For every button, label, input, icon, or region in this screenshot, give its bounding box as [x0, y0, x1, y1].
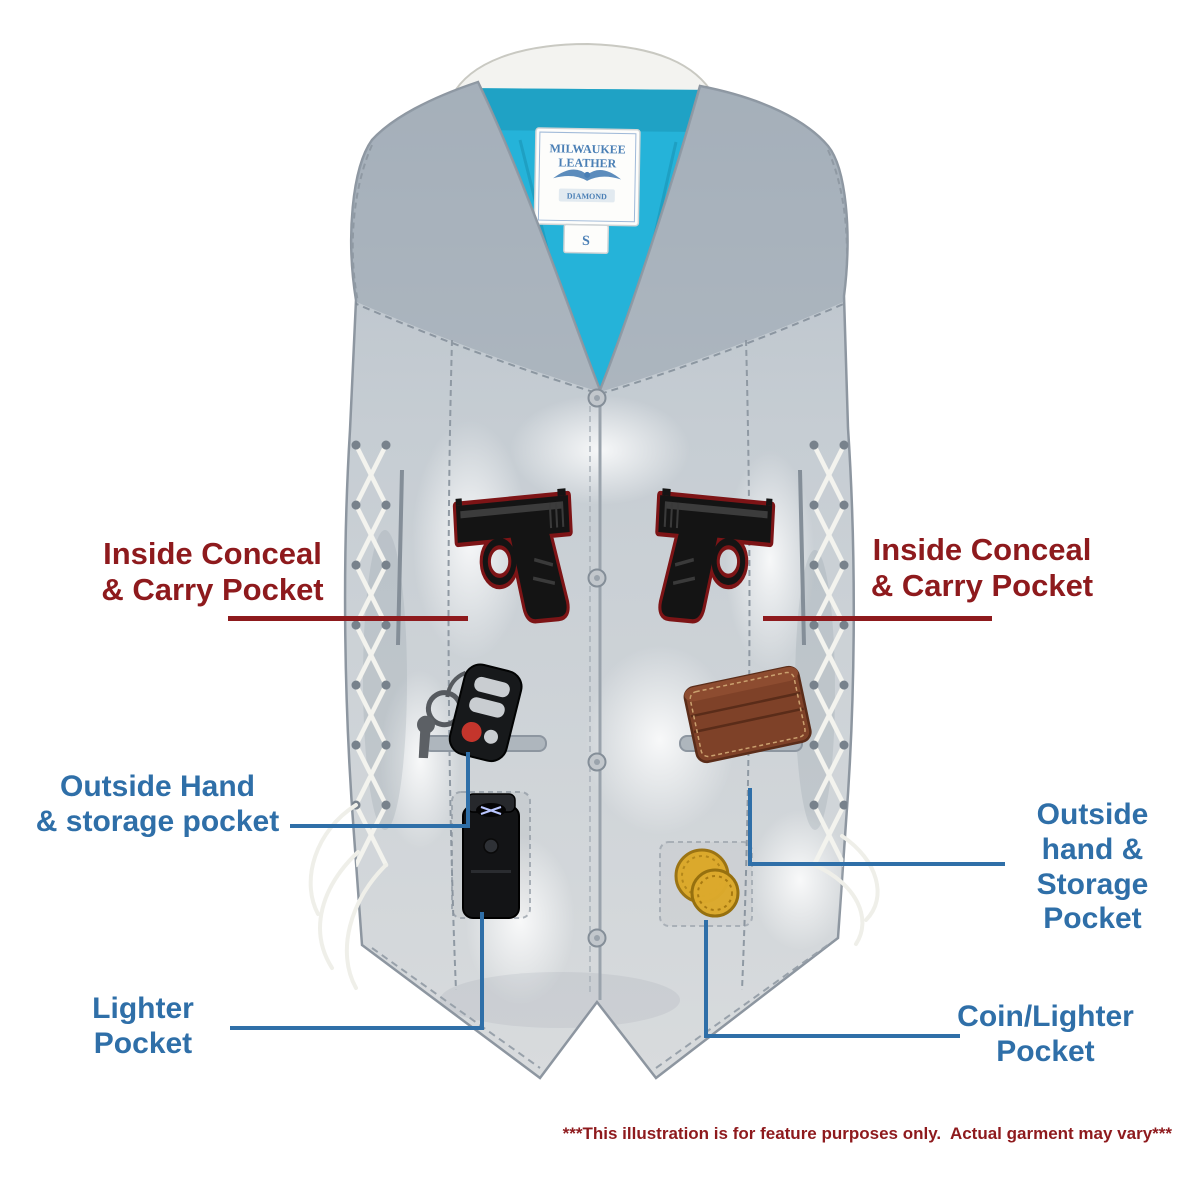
callout-line-outside-left-horizontal	[290, 824, 470, 828]
callout-line-inside-right	[763, 616, 992, 621]
label-line: Inside Conceal	[103, 536, 322, 571]
brand-name-line1: MILWAUKEE	[549, 141, 625, 156]
callout-line-outside-right-horizontal	[748, 862, 1005, 866]
size-label: S	[582, 234, 590, 249]
callout-line-outside-right-vertical	[748, 788, 752, 866]
callout-line-coin-horizontal	[704, 1034, 960, 1038]
snap-buttons	[587, 388, 607, 948]
side-laces-left	[351, 440, 391, 870]
callout-outside-hand-right: Outside hand & Storage Pocket	[1015, 798, 1170, 937]
coins-icon	[674, 848, 740, 918]
brand-name-line2: LEATHER	[558, 155, 616, 170]
label-line: Inside Conceal	[872, 532, 1092, 567]
label-line: Pocket	[996, 1034, 1095, 1068]
callout-outside-hand-left: Outside Hand & storage pocket	[20, 770, 295, 840]
side-laces-right	[809, 440, 849, 870]
label-line: & Carry Pocket	[870, 567, 1094, 603]
label-line: Coin/Lighter	[957, 1000, 1134, 1033]
lighter-icon	[462, 793, 520, 919]
wallet-icon	[683, 665, 812, 764]
callout-inside-conceal-left: Inside Conceal & Carry Pocket	[85, 536, 340, 608]
callout-line-lighter-horizontal	[230, 1026, 484, 1030]
lace-strings	[308, 803, 880, 990]
brand-tag: MILWAUKEE LEATHER DIAMOND S	[533, 127, 641, 254]
label-line: Outside	[1036, 798, 1149, 831]
keyfob-icon	[416, 663, 523, 763]
label-line: & storage pocket	[35, 804, 280, 838]
label-line: Outside Hand	[59, 770, 255, 803]
tag-banner-text: DIAMOND	[567, 192, 607, 202]
callout-coin-lighter-pocket: Coin/Lighter Pocket	[938, 1000, 1153, 1070]
callout-line-inside-left	[228, 616, 468, 621]
callout-inside-conceal-right: Inside Conceal & Carry Pocket	[852, 532, 1112, 604]
label-line: hand &	[1041, 832, 1144, 866]
label-line: & Carry Pocket	[101, 571, 324, 607]
callout-line-lighter-vertical	[480, 912, 484, 1030]
label-line: Pocket	[1043, 902, 1142, 936]
callout-lighter-pocket: Lighter Pocket	[58, 992, 228, 1062]
callout-line-coin-vertical	[704, 920, 708, 1038]
label-line: Storage	[1036, 867, 1149, 901]
disclaimer-text: ***This illustration is for feature purp…	[562, 1124, 1172, 1143]
label-line: Pocket	[93, 1026, 193, 1060]
label-line: Lighter	[92, 992, 194, 1025]
callout-line-outside-left-vertical	[466, 752, 470, 828]
